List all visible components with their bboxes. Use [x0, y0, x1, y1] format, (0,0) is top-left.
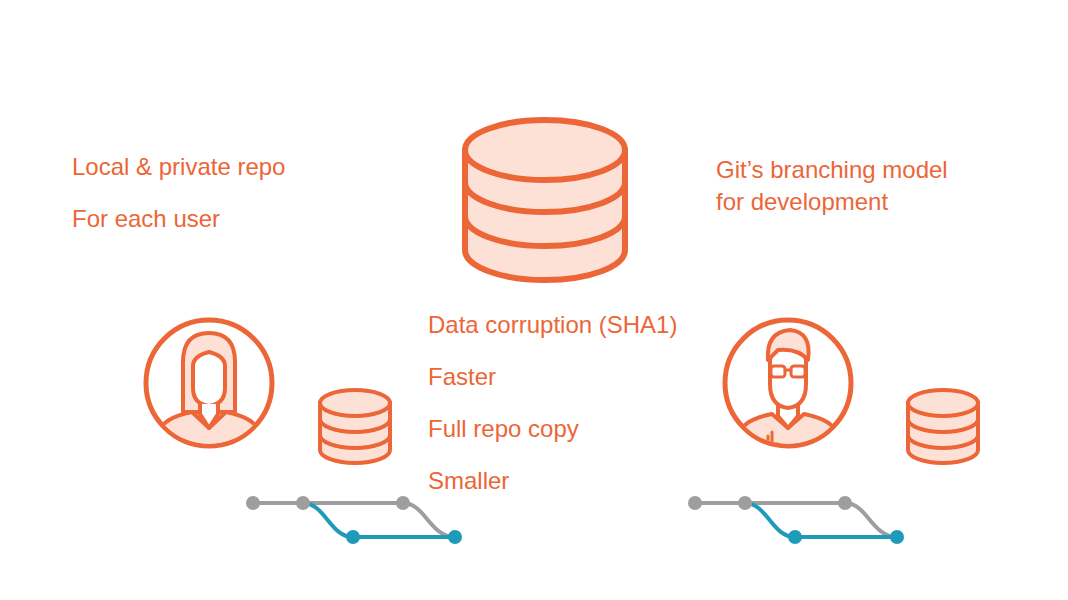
commit-dot — [346, 530, 360, 544]
database-ring — [908, 419, 978, 432]
hair — [183, 333, 235, 412]
user-avatar — [725, 320, 851, 460]
database-ring — [465, 182, 625, 212]
commit-dot — [688, 496, 702, 510]
commit-dot — [296, 496, 310, 510]
benefit-item: Data corruption (SHA1) — [428, 309, 728, 341]
local-database — [908, 390, 978, 463]
avatar-circle — [725, 320, 851, 446]
database-ring — [465, 216, 625, 246]
commit-dot — [788, 530, 802, 544]
feature-note: For each user — [72, 203, 392, 235]
glasses — [791, 366, 805, 377]
benefit-item: Faster — [428, 361, 728, 393]
database-ring — [908, 435, 978, 448]
database-ring — [320, 435, 390, 448]
user-avatar — [146, 320, 272, 460]
database-top — [908, 390, 978, 416]
commit-dot — [448, 530, 462, 544]
branch-graph — [246, 496, 462, 544]
central-database — [465, 120, 625, 280]
commit-dot — [738, 496, 752, 510]
database-top — [465, 120, 625, 180]
benefit-item: Smaller — [428, 465, 728, 497]
hair — [768, 330, 809, 360]
glasses — [771, 366, 785, 377]
glasses-bridge — [785, 369, 791, 372]
feature-branch — [745, 503, 897, 537]
commit-dot — [396, 496, 410, 510]
feature-note: Local & private repo — [72, 151, 392, 183]
neck — [200, 404, 218, 428]
database-top — [320, 390, 390, 416]
commit-dot — [838, 496, 852, 510]
feature-note: Git’s branching model for development — [716, 154, 978, 218]
database-ring — [320, 419, 390, 432]
pocket-pens — [764, 432, 778, 444]
face — [193, 352, 225, 406]
feature-branch — [303, 503, 455, 537]
commit-dot — [890, 530, 904, 544]
avatar-circle — [146, 320, 272, 446]
commit-dot — [246, 496, 260, 510]
benefit-item: Full repo copy — [428, 413, 728, 445]
local-database — [320, 390, 390, 463]
branch-graph — [688, 496, 904, 544]
